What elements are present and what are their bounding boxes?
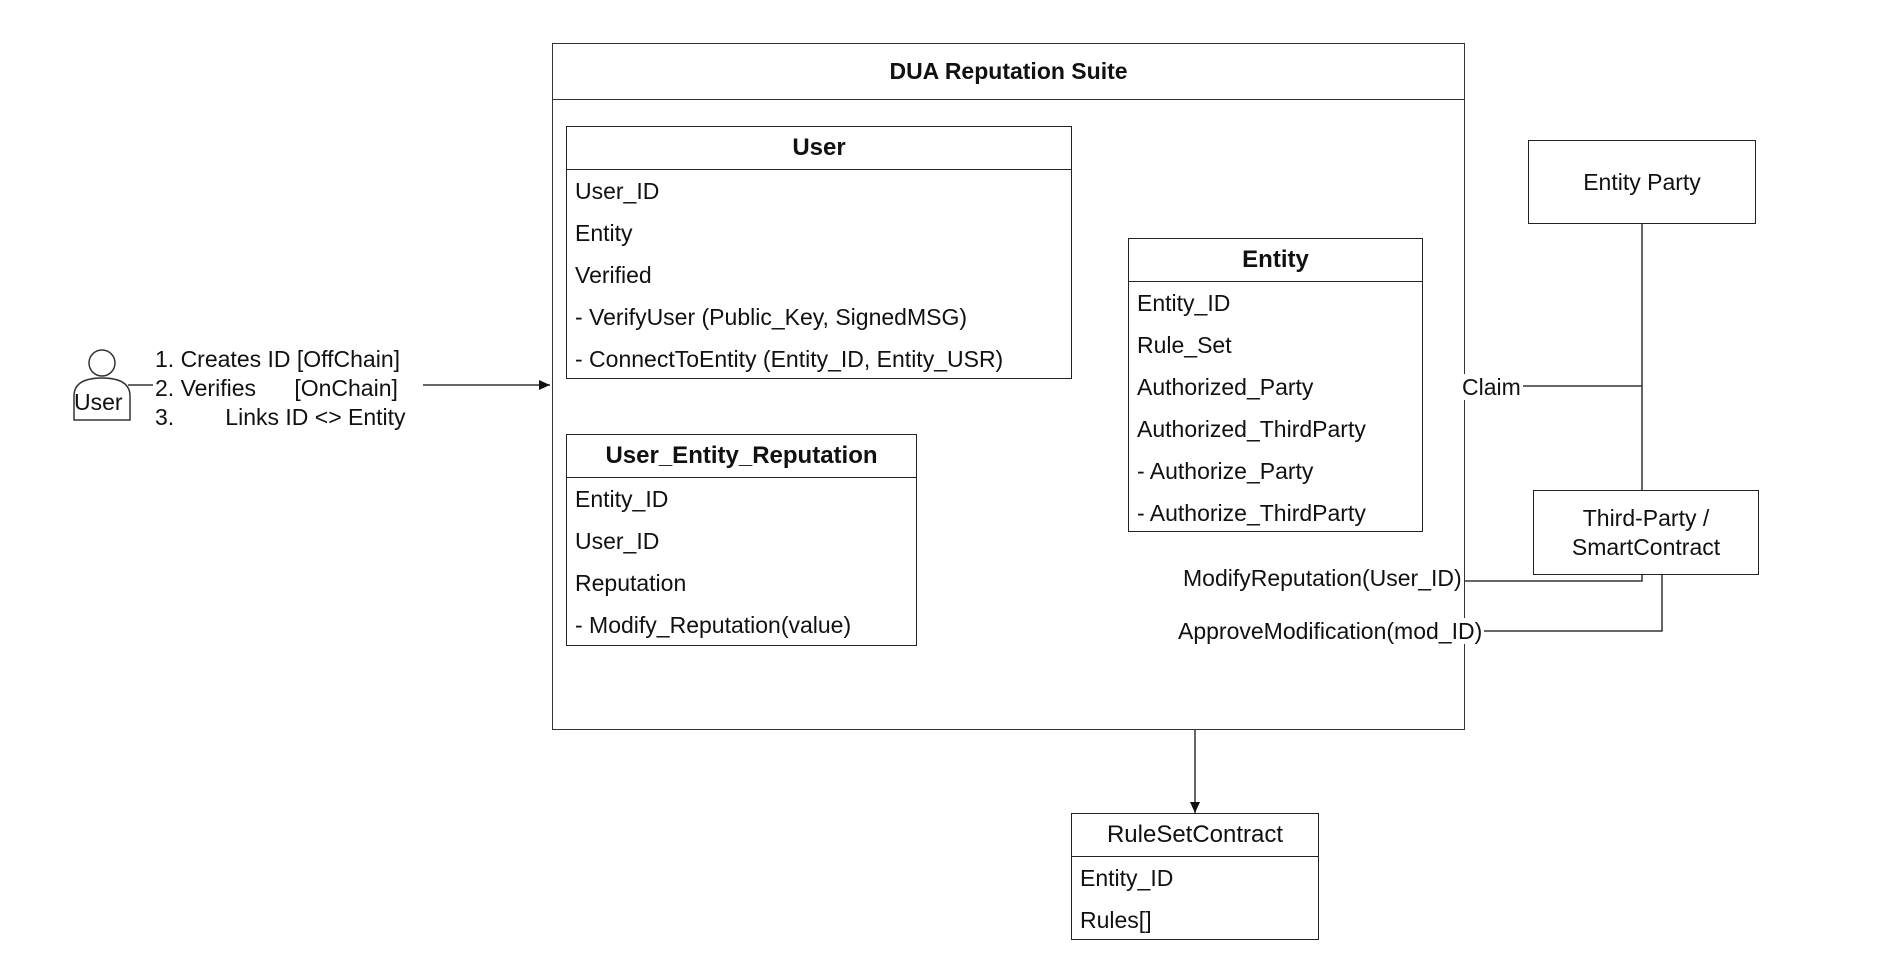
entity-party-box: Entity Party: [1528, 140, 1756, 224]
user-class: User User_ID Entity Verified - VerifyUse…: [566, 126, 1072, 379]
entity-class-title: Entity: [1129, 239, 1422, 282]
uer-class-row: - Modify_Reputation(value): [575, 612, 852, 638]
user-class-row: Verified: [575, 262, 652, 288]
steps-line-2: 2. Verifies [OnChain]: [155, 375, 398, 401]
third-party-label-line1: Third-Party /: [1582, 504, 1710, 531]
entity-party-label: Entity Party: [1583, 168, 1701, 195]
entity-class-row: Authorized_ThirdParty: [1137, 416, 1366, 442]
claim-label: Claim: [1460, 374, 1523, 400]
user-class-row: - ConnectToEntity (Entity_ID, Entity_USR…: [575, 346, 1004, 372]
user-entity-reputation-class: User_Entity_Reputation Entity_ID User_ID…: [566, 434, 917, 646]
user-class-row: - VerifyUser (Public_Key, SignedMSG): [575, 304, 967, 330]
third-party-box: Third-Party / SmartContract: [1533, 490, 1759, 575]
steps-line-3: 3. Links ID <> Entity: [155, 404, 406, 430]
suite-title: DUA Reputation Suite: [553, 44, 1464, 100]
uer-class-row: Reputation: [575, 570, 687, 596]
user-class-title: User: [567, 127, 1071, 170]
uer-class-title: User_Entity_Reputation: [567, 435, 916, 478]
user-class-row: Entity: [575, 220, 633, 246]
uer-class-row: Entity_ID: [575, 486, 669, 512]
entity-class-row: - Authorize_ThirdParty: [1137, 500, 1366, 526]
steps-line-1: 1. Creates ID [OffChain]: [155, 346, 401, 372]
ruleset-class-title: RuleSetContract: [1072, 814, 1318, 857]
uer-class-row: User_ID: [575, 528, 660, 554]
third-party-label-line2: SmartContract: [1571, 533, 1721, 560]
ruleset-class-row: Rules[]: [1080, 907, 1152, 933]
ruleset-class-row: Entity_ID: [1080, 865, 1174, 891]
approve-modification-label: ApproveModification(mod_ID): [1176, 618, 1485, 644]
entity-class: Entity Entity_ID Rule_Set Authorized_Par…: [1128, 238, 1423, 532]
entity-class-row: - Authorize_Party: [1137, 458, 1314, 484]
user-actor-icon: [73, 349, 131, 421]
entity-class-row: Rule_Set: [1137, 332, 1232, 358]
ruleset-contract-class: RuleSetContract Entity_ID Rules[]: [1071, 813, 1319, 940]
user-class-row: User_ID: [575, 178, 660, 204]
entity-class-row: Authorized_Party: [1137, 374, 1314, 400]
entity-class-row: Entity_ID: [1137, 290, 1231, 316]
modify-reputation-label: ModifyReputation(User_ID): [1181, 565, 1464, 591]
user-actor-label: User: [74, 389, 123, 415]
